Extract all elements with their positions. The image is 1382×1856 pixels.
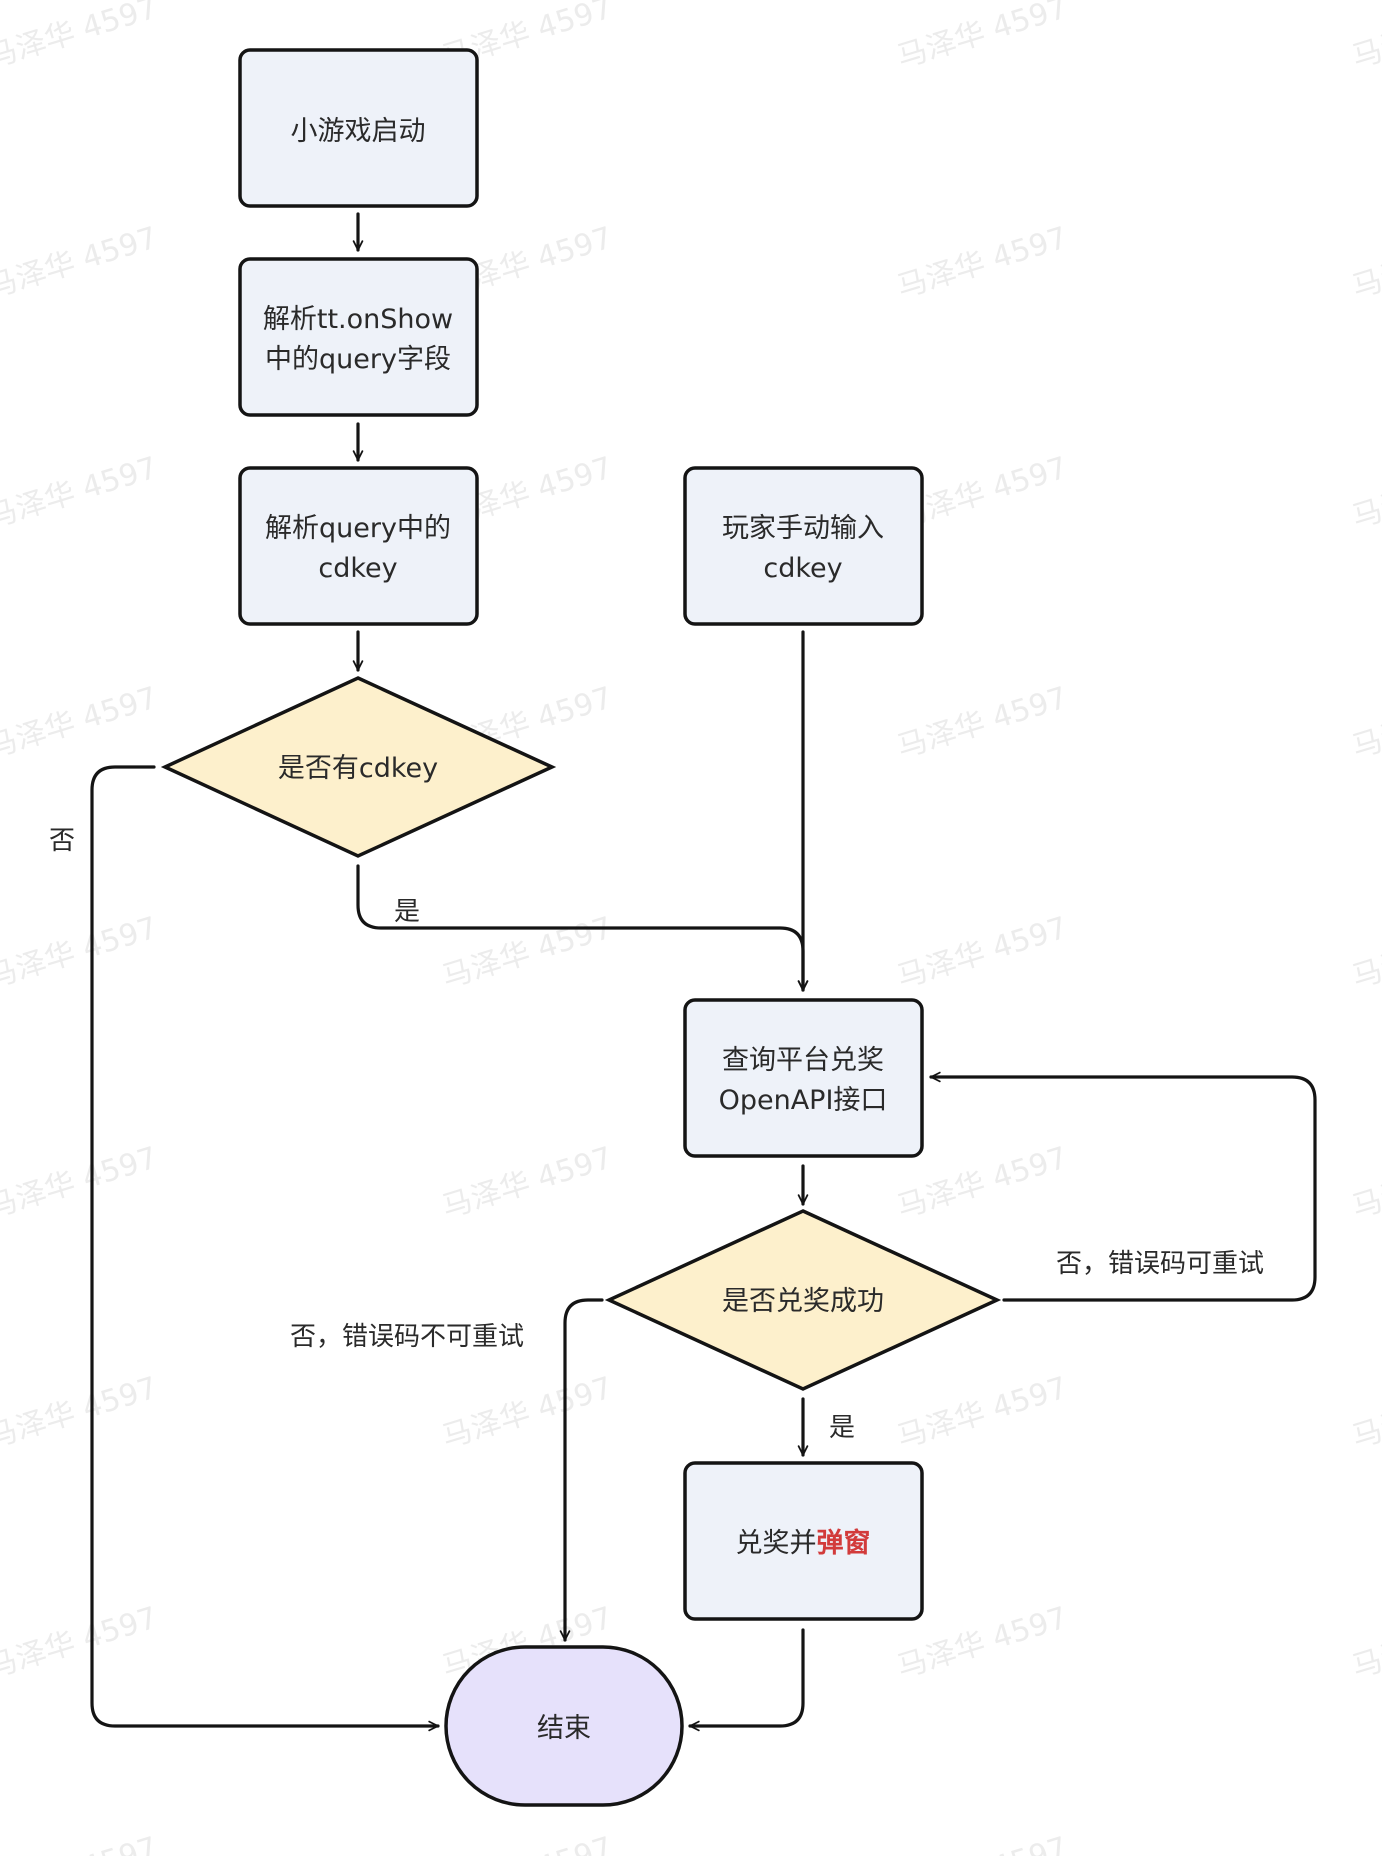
node-query-api: 查询平台兑奖 OpenAPI接口 — [683, 998, 924, 1158]
edge-popup-to-end — [688, 1628, 805, 1732]
watermark-text: 马泽华 4597 — [0, 0, 161, 75]
edge-label-no: 否 — [49, 826, 75, 856]
watermark-text: 马泽华 4597 — [0, 450, 161, 535]
watermark-text: 马泽华 4597 — [0, 1140, 161, 1225]
watermark-text: 马泽华 4597 — [893, 1370, 1071, 1455]
watermark-text: 马泽华 4597 — [1348, 910, 1382, 995]
node-manual-input: 玩家手动输入 cdkey — [683, 466, 924, 626]
node-redeem-popup-highlight: 弹窗 — [817, 1527, 871, 1559]
node-parse-query: 解析query中的 cdkey — [238, 466, 479, 626]
watermark-text: 马泽华 4597 — [1348, 680, 1382, 765]
watermark-text: 马泽华 4597 — [0, 680, 161, 765]
watermark-text: 马泽华 4597 — [893, 910, 1071, 995]
node-query-api-line1: 查询平台兑奖 — [722, 1045, 884, 1076]
watermark-text: 马泽华 4597 — [1348, 1830, 1382, 1856]
watermark-text: 马泽华 4597 — [438, 1370, 616, 1455]
edges — [90, 212, 1317, 1732]
node-redeem-success-label: 是否兑奖成功 — [722, 1286, 884, 1317]
watermark-text: 马泽华 4597 — [1348, 1140, 1382, 1225]
edge-label-yes: 是 — [394, 897, 420, 927]
watermark-text: 马泽华 4597 — [0, 1600, 161, 1685]
watermark-text: 马泽华 4597 — [1348, 220, 1382, 305]
edge-label-no-no-retry: 否，错误码不可重试 — [290, 1322, 524, 1352]
edge-redeem-no-no-retry — [559, 1298, 604, 1642]
node-start-label: 小游戏启动 — [291, 116, 426, 147]
watermark-text: 马泽华 4597 — [0, 910, 161, 995]
node-redeem-success: 是否兑奖成功 — [604, 1209, 1002, 1391]
node-redeem-popup-label: 兑奖并弹窗 — [736, 1527, 871, 1559]
node-has-cdkey: 是否有cdkey — [160, 676, 557, 858]
node-manual-input-line1: 玩家手动输入 — [722, 513, 884, 544]
node-parse-onshow: 解析tt.onShow 中的query字段 — [238, 257, 479, 417]
watermark-text: 马泽华 4597 — [1348, 1600, 1382, 1685]
node-has-cdkey-label: 是否有cdkey — [278, 753, 438, 784]
node-parse-query-line1: 解析query中的 — [265, 513, 451, 544]
edge-label-no-retry: 否，错误码可重试 — [1056, 1249, 1264, 1279]
node-end: 结束 — [444, 1645, 684, 1807]
node-redeem-popup-plain: 兑奖并 — [736, 1528, 817, 1559]
watermark-text: 马泽华 4597 — [893, 680, 1071, 765]
watermark-text: 马泽华 4597 — [893, 1830, 1071, 1856]
node-redeem-popup: 兑奖并弹窗 — [683, 1461, 924, 1621]
watermark-text: 马泽华 4597 — [438, 910, 616, 995]
watermark-text: 马泽华 4597 — [0, 1830, 161, 1856]
watermark-text: 马泽华 4597 — [438, 1140, 616, 1225]
edge-label-yes-redeem: 是 — [829, 1413, 855, 1443]
watermark-text: 马泽华 4597 — [893, 0, 1071, 75]
watermark-text: 马泽华 4597 — [1348, 0, 1382, 75]
watermark-text: 马泽华 4597 — [438, 1830, 616, 1856]
edge-has-cdkey-no — [90, 765, 440, 1732]
watermark-text: 马泽华 4597 — [1348, 450, 1382, 535]
node-start: 小游戏启动 — [238, 48, 479, 208]
node-query-api-line2: OpenAPI接口 — [719, 1085, 888, 1116]
node-parse-query-line2: cdkey — [318, 553, 397, 584]
node-manual-input-line2: cdkey — [763, 553, 842, 584]
node-parse-onshow-line1: 解析tt.onShow — [263, 304, 453, 335]
watermark-text: 马泽华 4597 — [1348, 1370, 1382, 1455]
edge-has-cdkey-yes — [356, 864, 809, 992]
edge-redeem-no-retry — [929, 1071, 1317, 1302]
watermark-text: 马泽华 4597 — [0, 1370, 161, 1455]
watermark-text: 马泽华 4597 — [0, 220, 161, 305]
watermark-text: 马泽华 4597 — [893, 220, 1071, 305]
node-end-label: 结束 — [537, 1713, 591, 1744]
node-parse-onshow-line2: 中的query字段 — [265, 344, 451, 375]
